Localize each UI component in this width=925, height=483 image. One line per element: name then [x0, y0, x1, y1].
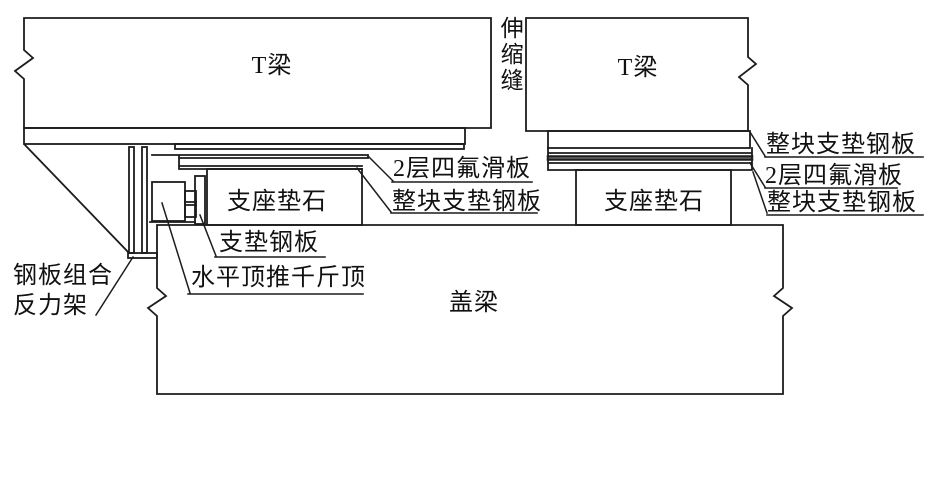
jack-body [151, 181, 186, 222]
jack-piston-lines [184, 201, 197, 206]
expansion-joint-label: 伸缩缝 [497, 16, 523, 94]
ptfe-slide-left-label: 2层四氟滑板 [393, 156, 531, 182]
t-beam-right-flange [547, 130, 751, 149]
t-beam-right-label: T梁 [617, 55, 659, 81]
pad-steel-plate-label: 支垫钢板 [219, 230, 319, 256]
whole-steel-plate-left-label: 整块支垫钢板 [392, 189, 542, 215]
reaction-frame-label-line1: 钢板组合 [13, 263, 113, 289]
t-beam-left-flange [23, 127, 466, 145]
t-beam-left-outline [13, 17, 492, 129]
pad-steel-plate-box [194, 175, 206, 225]
bearing-stone-right-label: 支座垫石 [604, 189, 704, 215]
bearing-stone-left-label: 支座垫石 [227, 189, 327, 215]
cap-beam-label: 盖梁 [449, 290, 499, 316]
reaction-frame-plate-2 [141, 146, 148, 254]
cap-beam-outline [146, 224, 794, 395]
whole-steel-plate-right-bottom-label: 整块支垫钢板 [767, 190, 917, 216]
t-beam-right-outline [525, 17, 758, 132]
horizontal-jack-label: 水平顶推千斤顶 [191, 265, 366, 291]
reaction-frame-diagonal [23, 143, 131, 255]
ptfe-slide-right-label: 2层四氟滑板 [765, 163, 903, 189]
reaction-frame-label-line2: 反力架 [13, 293, 88, 319]
reaction-frame-plate-1 [128, 146, 135, 254]
ptfe-dark-layers-right [546, 155, 754, 161]
t-beam-left-label: T梁 [251, 53, 293, 79]
jack-piston [184, 190, 197, 218]
leader-lines [94, 130, 768, 317]
slide-stack-left [151, 154, 369, 170]
label-underlines [187, 156, 924, 295]
whole-steel-plate-right-top-label: 整块支垫钢板 [766, 132, 916, 158]
beam-bottom-steel-plate-left [174, 143, 465, 150]
